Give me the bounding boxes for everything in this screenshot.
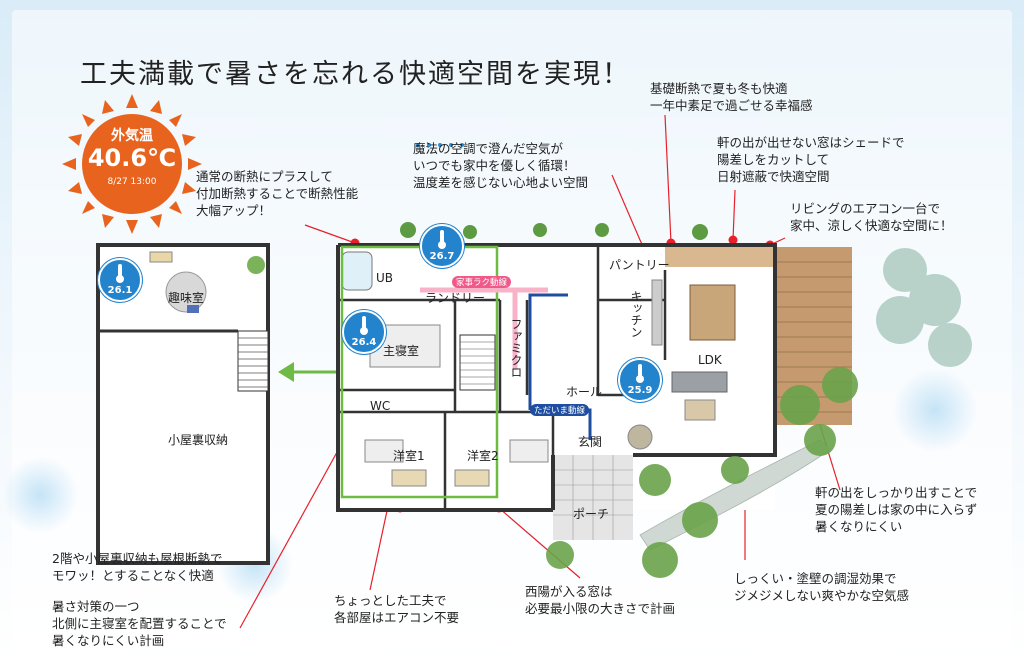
callout-eaves: 軒の出をしっかり出すことで 夏の陽差しは家の中に入らず 暑くなりにくい bbox=[815, 484, 977, 535]
callout-line: リビングのエアコン一台で bbox=[790, 201, 941, 216]
decorative-dots bbox=[416, 132, 476, 147]
callout-line: 付加断熱することで断熱性能 bbox=[196, 186, 359, 201]
room-label-western1: 洋室1 bbox=[393, 449, 425, 463]
callout-air: 魔法の空調で澄んだ空気が いつでも家中を優しく循環！ 温度差を感じない心地よい空… bbox=[413, 140, 588, 191]
callout-line: 陽差しをカットして bbox=[717, 152, 830, 167]
callout-bedroom-north: 暑さ対策の一つ 北側に主寝室を配置することで 暑くなりにくい計画 bbox=[52, 598, 227, 649]
room-label-entrance: 玄関 bbox=[578, 435, 603, 449]
thermometer-badge-laundry: 26.7 bbox=[420, 224, 464, 268]
callout-west-window: 西陽が入る窓は 必要最小限の大きさで計画 bbox=[525, 583, 675, 617]
room-label-wc: WC bbox=[370, 399, 391, 413]
callout-line: 暑くなりにくい bbox=[815, 519, 903, 534]
callout-insulation: 通常の断熱にプラスして 付加断熱することで断熱性能 大幅アップ！ bbox=[196, 168, 358, 219]
callout-line: 温度差を感じない心地よい空間 bbox=[413, 175, 589, 190]
callout-line: 西陽が入る窓は bbox=[525, 584, 613, 599]
callout-rooms-no-ac: ちょっとした工夫で 各部屋はエアコン不要 bbox=[334, 592, 459, 626]
room-label-porch: ポーチ bbox=[573, 507, 610, 521]
callout-line: 軒の出が出せない窓はシェードで bbox=[717, 135, 905, 150]
callout-line: 必要最小限の大きさで計画 bbox=[525, 601, 676, 616]
callout-line: 夏の陽差しは家の中に入らず bbox=[815, 502, 978, 517]
thermometer-value: 26.1 bbox=[107, 285, 133, 296]
thermometer-badge-hobby: 26.1 bbox=[98, 258, 142, 302]
callout-one-ac: リビングのエアコン一台で 家中、涼しく快適な空間に！ bbox=[790, 200, 953, 234]
callout-line: 2階や小屋裏収納も屋根断熱で bbox=[52, 551, 223, 566]
room-label-family-closet: ファミクロ bbox=[509, 318, 523, 378]
thermometer-value: 26.7 bbox=[429, 251, 455, 262]
callout-line: 家中、涼しく快適な空間に！ bbox=[790, 218, 953, 233]
flow-label-return-home: ただいま動線 bbox=[530, 404, 590, 416]
callout-line: 軒の出をしっかり出すことで bbox=[815, 485, 978, 500]
room-label-ub: UB bbox=[376, 271, 394, 285]
thermometer-icon bbox=[636, 364, 644, 383]
thermometer-icon bbox=[360, 316, 368, 335]
room-label-bedroom: 主寝室 bbox=[383, 344, 420, 358]
room-label-hobby: 趣味室 bbox=[168, 291, 205, 305]
callout-line: 魔法の空調で澄んだ空気が bbox=[413, 141, 564, 156]
room-label-ldk: LDK bbox=[698, 353, 722, 367]
callout-line: いつでも家中を優しく循環！ bbox=[413, 158, 576, 173]
thermometer-badge-bedroom: 26.4 bbox=[342, 310, 386, 354]
callout-line: しっくい・塗壁の調湿効果で bbox=[734, 571, 897, 586]
callout-line: 北側に主寝室を配置することで bbox=[52, 616, 227, 631]
callout-attic: 2階や小屋裏収納も屋根断熱で モワッ！とすることなく快適 bbox=[52, 550, 222, 584]
flow-label-housework: 家事ラク動線 bbox=[452, 276, 512, 288]
room-label-hall: ホール bbox=[566, 385, 603, 399]
room-label-attic: 小屋裏収納 bbox=[168, 433, 229, 447]
callout-line: 一年中素足で過ごせる幸福感 bbox=[650, 98, 813, 113]
outside-temp-value: 40.6℃ bbox=[87, 144, 177, 172]
callout-line: モワッ！とすることなく快適 bbox=[52, 568, 214, 583]
room-label-kitchen: キッチン bbox=[629, 290, 643, 338]
callout-foundation: 基礎断熱で夏も冬も快適 一年中素足で過ごせる幸福感 bbox=[650, 80, 813, 114]
outside-temp-datetime: 8/27 13:00 bbox=[107, 177, 157, 187]
callout-line: 日射遮蔽で快適空間 bbox=[717, 169, 830, 184]
sun-icon bbox=[62, 94, 202, 234]
room-label-laundry: ランドリー bbox=[425, 291, 486, 305]
thermometer-icon bbox=[116, 264, 124, 283]
thermometer-badge-ldk: 25.9 bbox=[618, 358, 662, 402]
callout-shade: 軒の出が出せない窓はシェードで 陽差しをカットして 日射遮蔽で快適空間 bbox=[717, 134, 905, 185]
room-label-western2: 洋室2 bbox=[467, 449, 499, 463]
callout-line: 暑くなりにくい計画 bbox=[52, 633, 165, 648]
callout-line: 基礎断熱で夏も冬も快適 bbox=[650, 81, 788, 96]
thermometer-value: 26.4 bbox=[351, 337, 377, 348]
callout-line: 通常の断熱にプラスして bbox=[196, 169, 333, 184]
callout-line: ちょっとした工夫で bbox=[334, 593, 447, 608]
thermometer-value: 25.9 bbox=[627, 385, 653, 396]
page-title: 工夫満載で暑さを忘れる快適空間を実現！ bbox=[80, 59, 631, 90]
callout-line: ジメジメしない爽やかな空気感 bbox=[734, 588, 910, 603]
callout-plaster: しっくい・塗壁の調湿効果で ジメジメしない爽やかな空気感 bbox=[734, 570, 909, 604]
callout-line: 各部屋はエアコン不要 bbox=[334, 610, 460, 625]
outside-temp-label: 外気温 bbox=[111, 128, 153, 144]
callout-line: 暑さ対策の一つ bbox=[52, 599, 140, 614]
room-label-pantry: パントリー bbox=[609, 258, 670, 272]
thermometer-icon bbox=[438, 230, 446, 249]
callout-line: 大幅アップ！ bbox=[196, 203, 272, 218]
